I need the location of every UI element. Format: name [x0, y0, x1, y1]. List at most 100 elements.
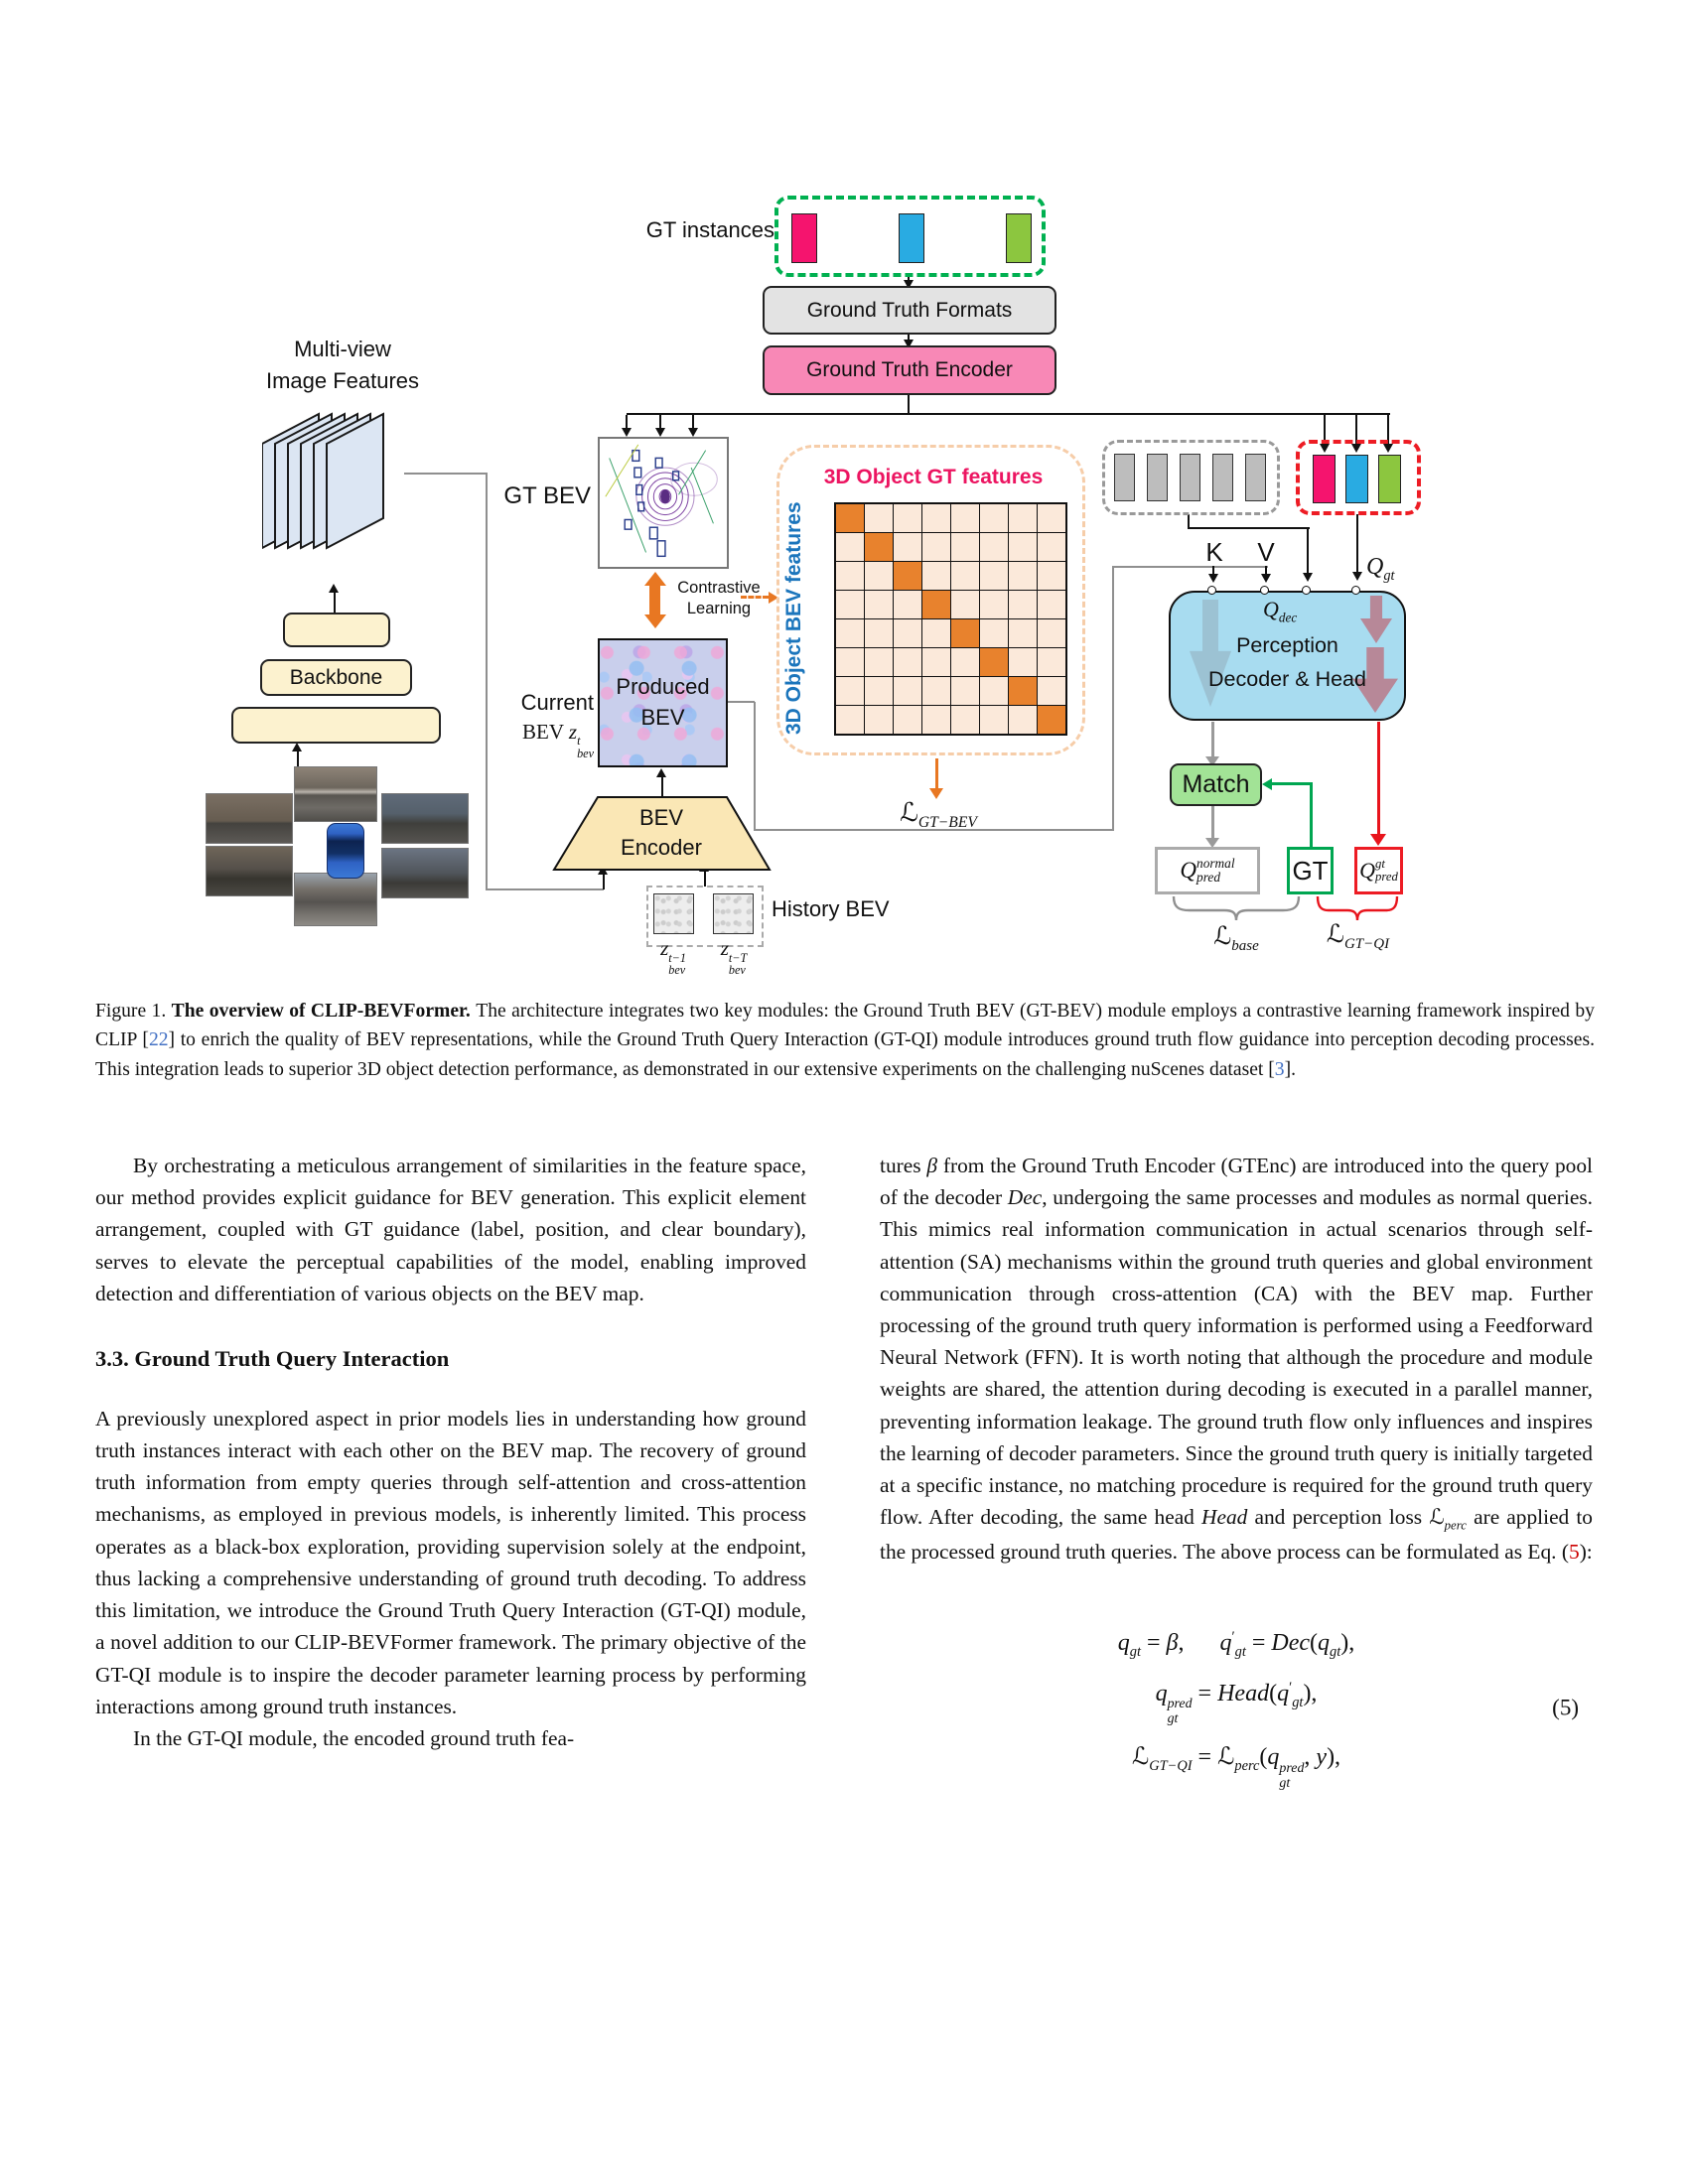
decoder-query: [1147, 454, 1168, 501]
arrow-down-icon: [1324, 415, 1326, 446]
connector-line: [908, 395, 910, 415]
connector-line: [486, 473, 488, 890]
paragraph: In the GT-QI module, the encoded ground …: [133, 1725, 575, 1750]
similarity-cell: [980, 619, 1008, 647]
similarity-cell: [951, 619, 979, 647]
equation-number: (5): [1552, 1695, 1579, 1720]
match-box: Match: [1170, 763, 1262, 806]
section-heading: 3.3. Ground Truth Query Interaction: [95, 1346, 450, 1372]
ego-car-icon: [327, 823, 364, 879]
similarity-cell: [865, 562, 893, 590]
right-column: tures β from the Ground Truth Encoder (G…: [880, 1150, 1593, 1803]
history-bev-box: [646, 886, 764, 947]
arrow-down-icon: [1265, 566, 1267, 575]
left-column: By orchestrating a meticulous arrangemen…: [95, 1150, 806, 1754]
bev-encoder-line1: BEV: [638, 805, 684, 831]
text-run: q: [1117, 1630, 1130, 1657]
similarity-cell: [951, 533, 979, 561]
similarity-cell: [1038, 533, 1065, 561]
arrowhead-right-icon: [769, 592, 778, 604]
text-run: tures: [880, 1154, 927, 1177]
arrowhead-down-icon: [1320, 444, 1330, 453]
similarity-cell: [980, 504, 1008, 532]
similarity-cell: [865, 648, 893, 676]
similarity-cell: [922, 504, 950, 532]
text-run: The overview of CLIP-BEVFormer.: [171, 1001, 477, 1022]
paragraph: By orchestrating a meticulous arrangemen…: [95, 1154, 806, 1305]
arrowhead-left-icon: [1262, 778, 1272, 790]
feature-stack-icon: [262, 412, 384, 550]
flow-arrow: [1211, 722, 1214, 758]
similarity-cell: [894, 648, 921, 676]
connector-line: [1271, 782, 1313, 785]
similarity-cell: [865, 591, 893, 618]
arrow-up-icon: [661, 777, 663, 796]
similarity-cell: [1038, 648, 1065, 676]
multiview-label-line2: Image Features: [265, 367, 420, 393]
citation-22[interactable]: 22: [148, 1029, 169, 1051]
base-loss-brace-icon: [1172, 895, 1301, 921]
arrow-down-icon: [659, 415, 661, 430]
arrowhead-down-icon: [1383, 444, 1393, 453]
arrowhead-down-icon: [655, 428, 665, 437]
text-run: q: [1219, 1630, 1232, 1657]
connector-line: [627, 413, 1390, 415]
decoder-port: [1207, 586, 1216, 595]
text-run: base: [1231, 938, 1259, 954]
text-run: ℒ: [1213, 921, 1232, 950]
contrastive-label-line1: Contrastive: [677, 579, 761, 597]
arrow-down-icon: [692, 415, 694, 430]
text-run: β: [926, 1154, 938, 1177]
arrowhead-down-icon: [1208, 574, 1218, 583]
text-run: gt: [1383, 567, 1395, 584]
similarity-cell: [1009, 533, 1037, 561]
arrowhead-down-icon: [1303, 573, 1313, 582]
similarity-cell: [922, 706, 950, 734]
history-bev-tile: [653, 893, 694, 934]
produced-bev-line2: BEV: [640, 705, 685, 730]
similarity-cell: [951, 591, 979, 618]
equation-ref[interactable]: 5: [1568, 1539, 1580, 1564]
similarity-cell: [980, 562, 1008, 590]
value-label: V: [1257, 537, 1275, 567]
similarity-cell: [836, 619, 864, 647]
arrow-down-icon: [626, 415, 628, 430]
similarity-cell: [865, 677, 893, 705]
arrowhead-down-icon: [1205, 838, 1219, 848]
text-run: from the Ground Truth Encoder (GTEnc) ar…: [880, 1154, 1593, 1210]
equation-line: qgt = β, q′gt = Dec(qgt),: [880, 1625, 1593, 1663]
loss-arrow: [935, 758, 938, 790]
arrow-up-icon: [603, 875, 605, 889]
grid-title: 3D Object GT features: [823, 466, 1044, 488]
gt-bev-similarity-box: [776, 445, 1085, 755]
text-run: ,: [1178, 1630, 1185, 1657]
connector-line: [1310, 782, 1313, 848]
history-bev-label: History BEV: [772, 896, 890, 921]
text-run: Q: [1359, 858, 1375, 883]
similarity-cell: [894, 504, 921, 532]
arrow-down-icon: [1212, 566, 1214, 575]
text-run: =: [1140, 1630, 1167, 1657]
text-run: Figure 1.: [95, 1001, 172, 1022]
text-run: ℒ: [1217, 1742, 1235, 1771]
arrow-up-icon: [704, 872, 706, 887]
camera-image-front-right: [381, 793, 469, 844]
arrowhead-up-icon: [329, 584, 339, 593]
text-run: ),: [1340, 1630, 1355, 1657]
similarity-cell: [836, 706, 864, 734]
similarity-cell: [865, 533, 893, 561]
multiview-label: Multi-view Image Features: [243, 334, 442, 397]
similarity-cell: [980, 591, 1008, 618]
text-run: Q: [1366, 554, 1384, 580]
text-run: gt: [1292, 1694, 1304, 1710]
text-run: ℒ: [1131, 1742, 1150, 1771]
text-run: [1184, 1630, 1219, 1656]
citation-3[interactable]: 3: [1274, 1058, 1285, 1080]
